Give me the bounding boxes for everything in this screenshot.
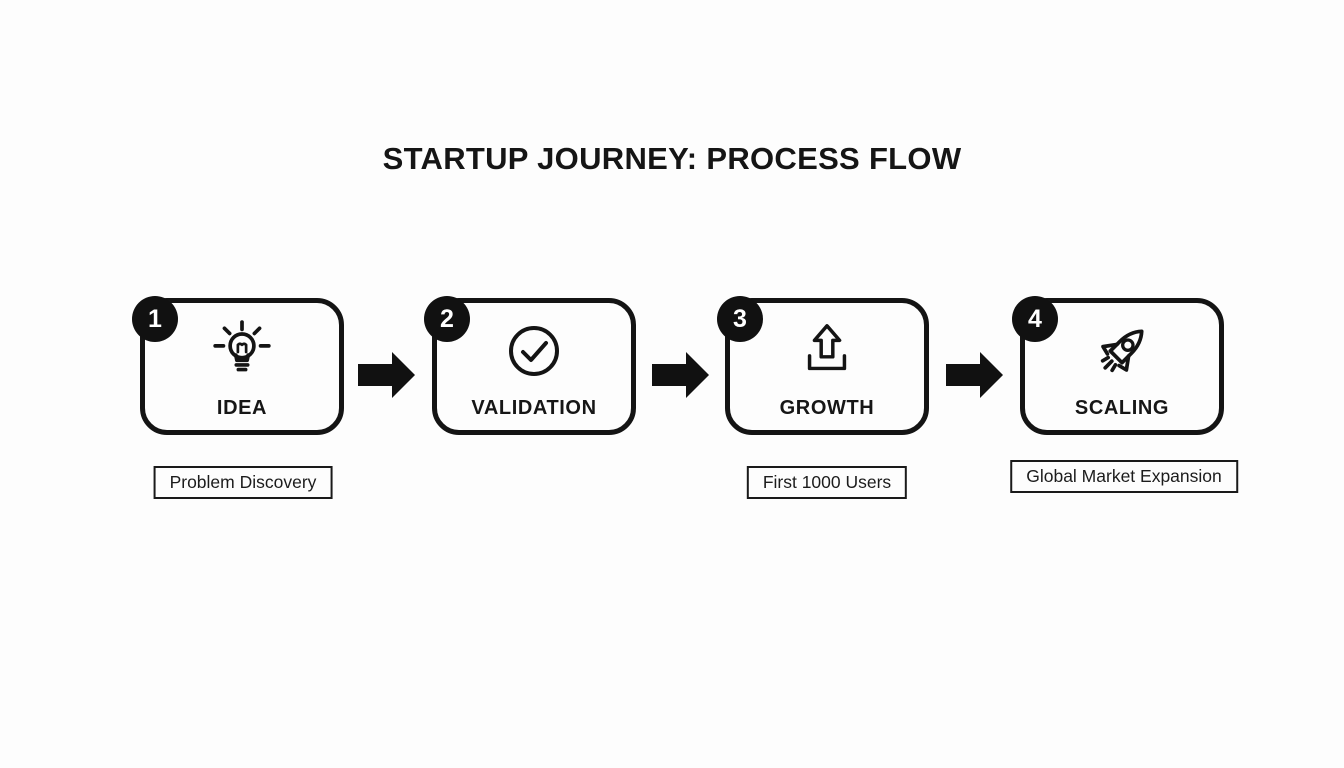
step-number-badge: 3 bbox=[717, 296, 763, 342]
flow-arrow-icon bbox=[946, 350, 1003, 400]
step-box-scaling: 4 SCALING bbox=[1012, 296, 1224, 435]
step-box-idea: 1 IDEA bbox=[132, 296, 344, 435]
sub-label-problem-discovery: Problem Discovery bbox=[153, 466, 333, 499]
step-number-badge: 4 bbox=[1012, 296, 1058, 342]
sub-label-first-1000-users: First 1000 Users bbox=[746, 466, 908, 499]
diagram-title: STARTUP JOURNEY: PROCESS FLOW bbox=[382, 141, 962, 176]
step-label: SCALING bbox=[1074, 397, 1170, 419]
rocket-icon bbox=[1025, 316, 1219, 386]
step-number-badge: 1 bbox=[132, 296, 178, 342]
step-box-validation: 2 VALIDATION bbox=[424, 296, 636, 435]
flow-arrow-icon bbox=[652, 350, 709, 400]
lightbulb-icon bbox=[145, 316, 339, 386]
step-number-badge: 2 bbox=[424, 296, 470, 342]
flow-arrow-icon bbox=[358, 350, 415, 400]
sub-label-global-market-expansion: Global Market Expansion bbox=[1010, 460, 1238, 493]
check-circle-icon bbox=[437, 316, 631, 386]
step-box-growth: 3 GROWTH bbox=[717, 296, 929, 435]
upload-arrow-icon bbox=[730, 316, 924, 386]
step-label: IDEA bbox=[216, 397, 268, 419]
step-label: GROWTH bbox=[779, 397, 875, 419]
step-label: VALIDATION bbox=[471, 397, 597, 419]
